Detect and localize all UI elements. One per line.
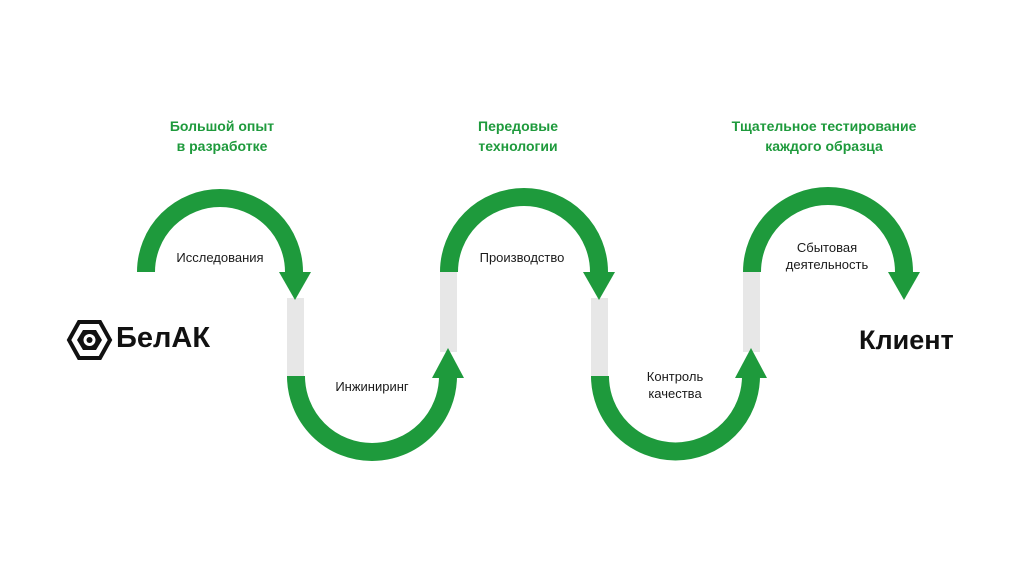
highlight-testing-line-1: Тщательное тестирование [731,118,917,134]
stage-production-text: Производство [479,250,565,265]
highlight-experience-line-1: Большой опыт [169,118,275,134]
highlight-testing-line-2: каждого образца [765,137,883,154]
stage-sales-text-2: деятельность [785,256,869,272]
arc-production [440,188,608,273]
stage-quality-text-2: качества [648,385,702,401]
brand-name: БелАК [116,322,211,354]
arrowhead-up-2 [735,348,767,378]
arrowhead-down-3 [888,272,920,300]
stage-engineering-label: Инжиниринг [312,379,432,396]
stage-production-label: Производство [462,250,582,267]
connector-1 [287,298,304,376]
stage-sales-text-1: Сбытовая [796,240,858,255]
connector-2 [440,272,457,352]
highlight-experience-line-2: в разработке [176,137,268,154]
arrowhead-down-2 [583,272,615,300]
arrowhead-down-1 [279,272,311,300]
arrowhead-up-1 [432,348,464,378]
stage-engineering-text: Инжиниринг [335,379,409,394]
connector-3 [591,298,608,376]
stage-research-label: Исследования [160,250,280,267]
arc-quality [591,375,760,461]
highlight-technology-line-2: технологии [478,137,558,154]
stage-quality-text-1: Контроль [646,369,704,384]
stage-quality-label: Контроль качества [615,369,735,402]
connector-4 [743,272,760,352]
arc-research [137,189,303,273]
arc-engineering [287,375,457,461]
stage-research-text: Исследования [176,250,264,265]
stage-sales-label: Сбытовая деятельность [767,240,887,273]
client-label: Клиент [859,325,954,355]
highlight-testing: Тщательное тестирование каждого образца [719,117,929,156]
highlight-experience: Большой опыт в разработке [142,117,302,156]
highlight-technology: Передовые технологии [438,117,598,156]
arc-sales [743,187,913,273]
hex-gear-logo-icon [66,320,113,360]
highlight-technology-line-1: Передовые [478,118,558,134]
